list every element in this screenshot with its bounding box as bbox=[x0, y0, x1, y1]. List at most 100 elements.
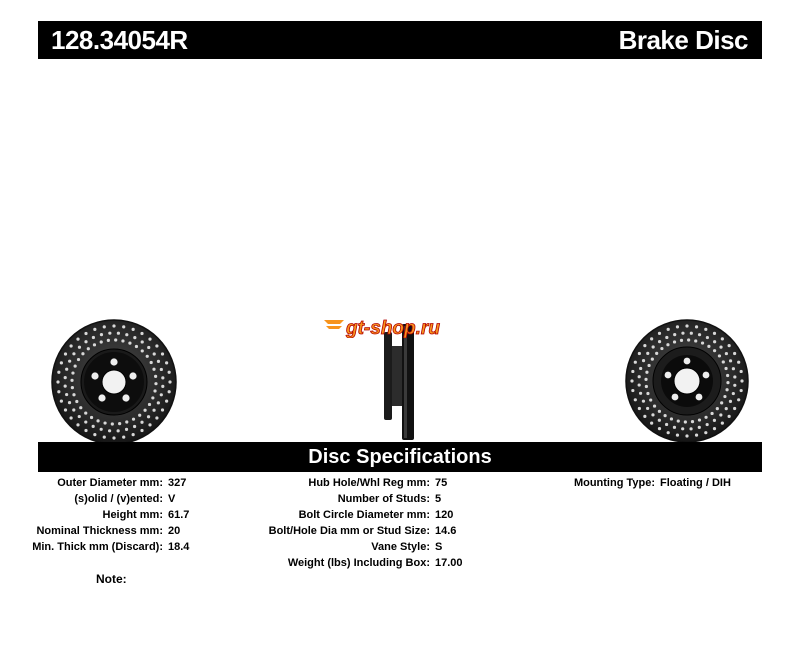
spec-label: Weight (lbs) Including Box: bbox=[287, 557, 430, 569]
drilled-hole bbox=[647, 363, 651, 368]
drilled-hole bbox=[112, 436, 116, 440]
drilled-hole bbox=[140, 428, 144, 433]
drilled-hole bbox=[84, 340, 88, 344]
drilled-hole bbox=[76, 337, 80, 341]
drilled-hole bbox=[69, 344, 73, 348]
drilled-hole bbox=[56, 380, 60, 384]
drilled-hole bbox=[161, 376, 165, 380]
drilled-hole bbox=[646, 351, 650, 355]
drilled-hole bbox=[114, 338, 118, 342]
drilled-hole bbox=[143, 408, 147, 412]
spec-label: Bolt Circle Diameter mm: bbox=[298, 509, 430, 521]
spec-value: 18.4 bbox=[168, 541, 190, 553]
drilled-hole bbox=[72, 352, 76, 356]
drilled-hole bbox=[690, 420, 695, 424]
drilled-hole bbox=[665, 422, 669, 427]
spec-value: 75 bbox=[435, 477, 448, 489]
drilled-hole bbox=[724, 351, 728, 356]
drilled-hole bbox=[149, 360, 153, 365]
drilled-hole bbox=[666, 343, 670, 347]
spec-value: 327 bbox=[168, 477, 187, 489]
drilled-hole bbox=[728, 359, 733, 363]
drilled-hole bbox=[646, 391, 650, 396]
drilled-hole bbox=[134, 344, 139, 349]
drilled-hole bbox=[63, 376, 67, 380]
drilled-hole bbox=[720, 337, 724, 341]
drilled-hole bbox=[733, 351, 737, 356]
drilled-hole bbox=[637, 375, 641, 379]
drilled-hole bbox=[160, 408, 165, 412]
drilled-hole bbox=[84, 331, 88, 336]
drilled-hole bbox=[71, 371, 75, 375]
drilled-hole bbox=[739, 369, 743, 374]
spec-column-1: Outer Diameter mm:327 (s)olid / (v)ented… bbox=[0, 475, 230, 555]
drilled-hole bbox=[707, 344, 711, 348]
drilled-hole bbox=[131, 327, 135, 331]
drilled-hole bbox=[737, 398, 741, 402]
disc-front-view-image bbox=[51, 319, 177, 445]
drilled-hole bbox=[630, 379, 634, 383]
drilled-hole bbox=[152, 367, 156, 371]
drilled-hole bbox=[69, 416, 73, 420]
drilled-hole bbox=[133, 336, 137, 340]
drilled-hole bbox=[151, 396, 155, 400]
drilled-hole bbox=[154, 382, 158, 386]
drilled-hole bbox=[75, 399, 79, 404]
drilled-hole bbox=[128, 341, 132, 345]
drilled-hole bbox=[673, 333, 677, 337]
drilled-hole bbox=[676, 419, 680, 423]
part-number: 128.34054R bbox=[51, 25, 188, 55]
spec-value: 17.00 bbox=[435, 557, 463, 569]
drilled-hole bbox=[72, 408, 76, 412]
spec-value: S bbox=[435, 541, 443, 553]
drilled-hole bbox=[165, 361, 169, 365]
drilled-hole bbox=[675, 433, 680, 437]
drilled-hole bbox=[86, 347, 90, 351]
drilled-hole bbox=[148, 423, 152, 427]
drilled-hole bbox=[138, 413, 142, 417]
drilled-hole bbox=[76, 423, 80, 427]
drilled-hole bbox=[147, 345, 151, 350]
drilled-hole bbox=[727, 344, 731, 348]
drilled-hole bbox=[84, 420, 88, 424]
spec-label: Mounting Type: bbox=[573, 477, 655, 489]
drilled-hole bbox=[651, 345, 655, 349]
drilled-hole bbox=[124, 427, 129, 431]
drilled-hole bbox=[649, 398, 653, 402]
drilled-hole bbox=[646, 406, 650, 411]
drilled-hole bbox=[697, 425, 701, 429]
drilled-hole bbox=[93, 433, 97, 437]
drilled-hole bbox=[68, 359, 72, 363]
drilled-hole bbox=[160, 352, 165, 356]
drilled-hole bbox=[59, 361, 63, 365]
spec-row: Hub Hole/Whl Reg mm: 75 bbox=[250, 475, 510, 491]
drilled-hole bbox=[689, 331, 693, 335]
drilled-hole bbox=[666, 431, 670, 435]
drilled-hole bbox=[155, 344, 159, 348]
drilled-hole bbox=[167, 390, 171, 394]
spec-label: Height mm: bbox=[102, 509, 164, 521]
drilled-hole bbox=[132, 424, 137, 429]
drilled-hole bbox=[148, 337, 152, 341]
drilled-hole bbox=[652, 404, 657, 408]
spec-row: Weight (lbs) Including Box: 17.00 bbox=[250, 555, 510, 571]
drilled-hole bbox=[643, 414, 647, 418]
drilled-hole bbox=[672, 425, 677, 429]
drilled-hole bbox=[72, 393, 76, 397]
drilled-hole bbox=[726, 373, 730, 378]
drilled-hole bbox=[106, 338, 110, 342]
drilled-hole bbox=[79, 406, 83, 410]
drilled-hole bbox=[65, 367, 69, 371]
spec-label: Hub Hole/Whl Reg mm: bbox=[308, 477, 430, 489]
drilled-hole bbox=[84, 411, 88, 415]
drilled-hole bbox=[651, 413, 655, 417]
drilled-hole bbox=[110, 422, 114, 426]
drilled-hole bbox=[125, 420, 129, 424]
spec-label: Outer Diameter mm: bbox=[57, 477, 163, 489]
drilled-hole bbox=[59, 399, 63, 403]
drilled-hole bbox=[728, 399, 733, 403]
spec-label: Min. Thick mm (Discard): bbox=[32, 541, 163, 553]
drilled-hole bbox=[89, 415, 94, 420]
drilled-hole bbox=[73, 364, 77, 368]
spec-row: Bolt/Hole Dia mm or Stud Size:14.6 bbox=[250, 523, 510, 539]
